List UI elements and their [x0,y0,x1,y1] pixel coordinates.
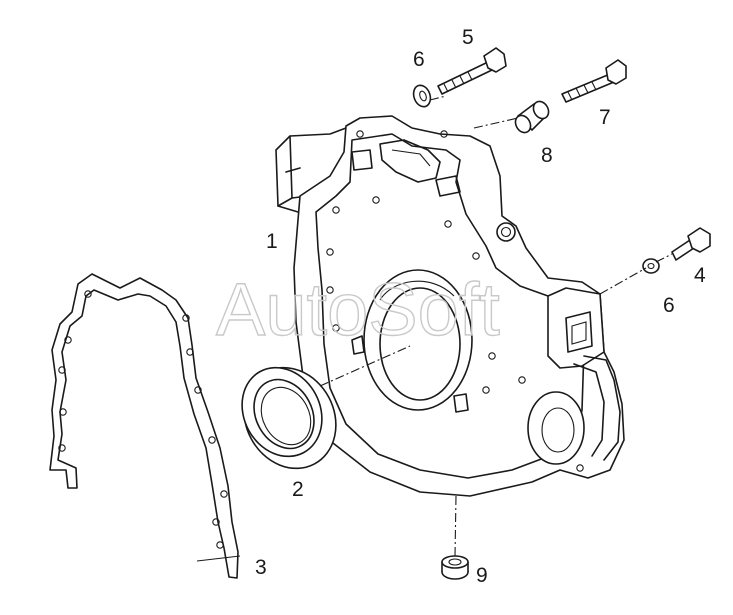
callout-5: 5 [462,26,474,49]
washer-part-6-lower [642,258,660,274]
callout-8: 8 [541,144,553,167]
dowel-part-8 [514,100,550,134]
flywheel-housing-part-1 [275,115,625,497]
washer-part-6-upper [412,84,432,108]
gasket-part-3 [49,273,239,579]
bolt-part-4 [671,227,711,261]
callout-3: 3 [255,556,267,579]
callout-6-upper: 6 [413,48,425,71]
assembly-centerlines [319,95,673,557]
callout-9: 9 [476,564,488,587]
oil-seal-part-2 [241,366,337,470]
watermark-text: AutoSoft [216,268,500,351]
bolt-part-5 [437,47,507,95]
callout-1: 1 [266,230,278,253]
drain-plug-part-9 [441,555,469,580]
bolt-part-7 [561,59,627,103]
callout-6-lower: 6 [663,294,675,317]
callout-2: 2 [292,478,304,501]
callout-leaders [196,555,241,562]
callout-4: 4 [694,264,706,287]
callout-7: 7 [599,106,611,129]
